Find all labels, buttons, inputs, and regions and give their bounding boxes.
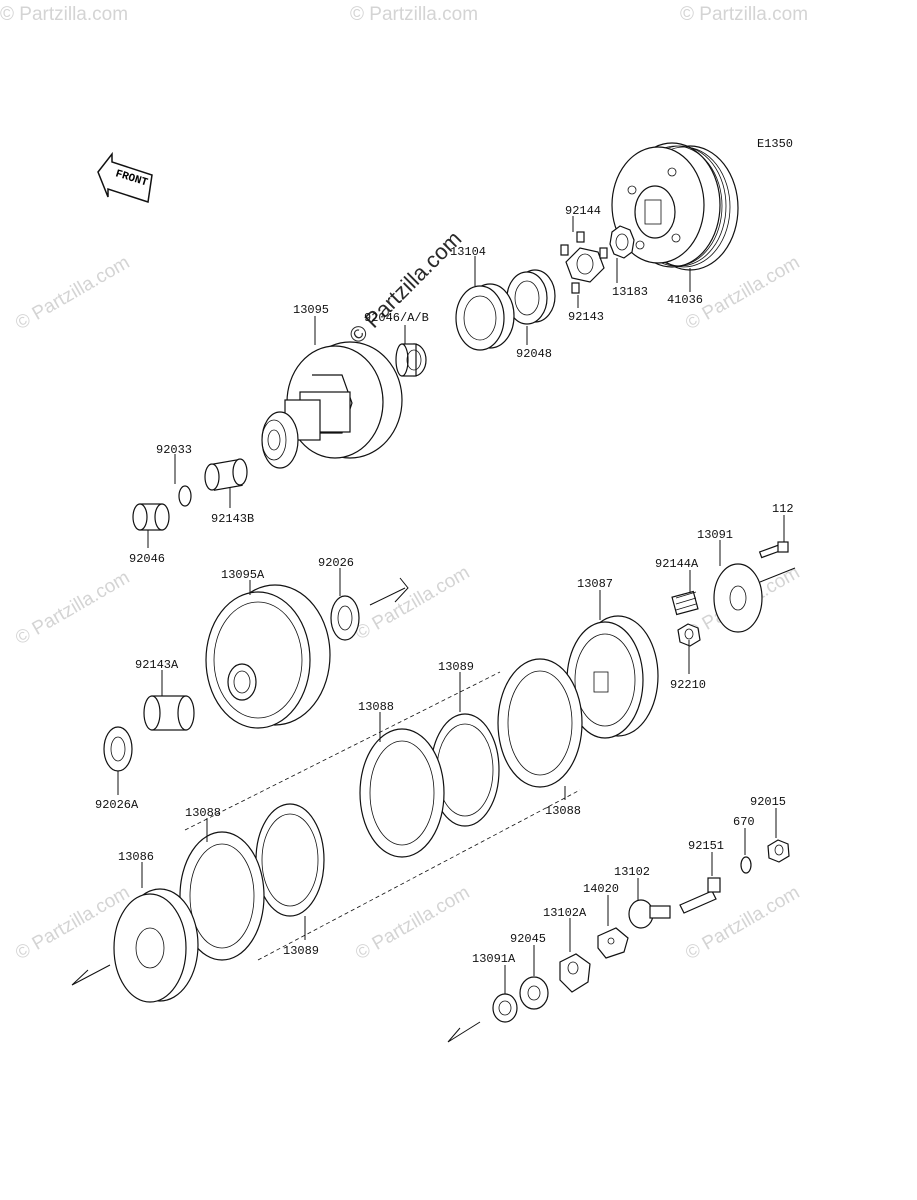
part-label-92210: 92210 [670, 678, 706, 692]
spring-92144A [671, 590, 699, 616]
part-label-92015: 92015 [750, 795, 786, 809]
needle-bearing-92046 [132, 503, 170, 531]
part-label-13088-mid: 13088 [358, 700, 394, 714]
watermark: © Partzilla.com [12, 567, 133, 649]
needle-bearing-92046AB [395, 343, 427, 377]
one-way-clutch-13104 [455, 283, 515, 351]
primary-gear-13095 [261, 341, 403, 469]
part-label-92026: 92026 [318, 556, 354, 570]
part-label-92143B: 92143B [211, 512, 254, 526]
part-label-13087: 13087 [577, 577, 613, 591]
part-label-13091A: 13091A [472, 952, 516, 966]
part-label-14020: 14020 [583, 882, 619, 896]
sleeve-92143B [204, 458, 248, 491]
bearing-92045 [519, 976, 549, 1010]
clutch-hub-13087 [566, 615, 659, 739]
part-label-92151: 92151 [688, 839, 724, 853]
part-label-92144: 92144 [565, 204, 601, 218]
part-label-13091: 13091 [697, 528, 733, 542]
part-label-670: 670 [733, 815, 755, 829]
o-ring-670 [740, 856, 752, 874]
nut-92015 [767, 839, 790, 863]
part-label-92048: 92048 [516, 347, 552, 361]
watermark: © Partzilla.com [12, 252, 133, 334]
bolt-112 [758, 541, 789, 559]
plate-13183 [609, 225, 635, 259]
part-label-13095A: 13095A [221, 568, 265, 582]
part-label-92033: 92033 [156, 443, 192, 457]
watermark: © Partzilla.com [0, 4, 128, 25]
watermark: © Partzilla.com [352, 882, 473, 964]
part-labels: 41036 13183 92144 92143 92048 13104 9204… [95, 204, 794, 966]
watermark: © Partzilla.com [680, 4, 808, 25]
diagram-code: E1350 [757, 137, 793, 151]
part-label-13102A: 13102A [543, 906, 587, 920]
nut-92210 [677, 623, 701, 647]
part-label-112: 112 [772, 502, 794, 516]
part-label-92046AB: 92046/A/B [364, 311, 429, 325]
friction-plate-13088-left [179, 831, 265, 961]
part-label-13104: 13104 [450, 245, 486, 259]
part-label-13095: 13095 [293, 303, 329, 317]
lifter-13102 [628, 899, 671, 929]
part-label-13102: 13102 [614, 865, 650, 879]
assembly-guides [184, 567, 796, 961]
watermark: © Partzilla.com [682, 882, 803, 964]
part-label-92143: 92143 [568, 310, 604, 324]
one-way-hub-92143 [560, 231, 608, 294]
part-label-41036: 41036 [667, 293, 703, 307]
pressure-plate-13091 [713, 563, 763, 633]
pressure-plate-13086 [71, 888, 199, 1003]
lifter-13102A [559, 953, 591, 993]
steel-plate-13089-bottom [255, 803, 325, 917]
friction-plate-13088-right [497, 658, 583, 788]
part-label-13089-top: 13089 [438, 660, 474, 674]
rod-92151 [679, 877, 721, 914]
part-label-92026A: 92026A [95, 798, 139, 812]
washer-92026 [330, 595, 360, 641]
watermark: © Partzilla.com [352, 562, 473, 644]
part-label-92046: 92046 [129, 552, 165, 566]
leader-lines [117, 216, 785, 994]
front-arrow-icon: FRONT [97, 151, 153, 203]
friction-plate-13088-mid [359, 728, 445, 858]
part-label-13086: 13086 [118, 850, 154, 864]
sleeve-92143A [143, 695, 195, 731]
part-label-13088-right: 13088 [545, 804, 581, 818]
part-label-92144A: 92144A [655, 557, 699, 571]
part-label-13089-bottom: 13089 [283, 944, 319, 958]
circlip-92033 [178, 485, 192, 507]
ring-92048 [506, 269, 556, 325]
part-label-92143A: 92143A [135, 658, 179, 672]
washer-92026A [103, 726, 133, 772]
bearing-seat-13091A [447, 993, 518, 1043]
part-label-92045: 92045 [510, 932, 546, 946]
part-label-13088-left: 13088 [185, 806, 221, 820]
gear-assembly-13095A [205, 584, 331, 729]
plate-14020 [597, 927, 629, 959]
part-label-13183: 13183 [612, 285, 648, 299]
watermark: © Partzilla.com [350, 4, 478, 25]
